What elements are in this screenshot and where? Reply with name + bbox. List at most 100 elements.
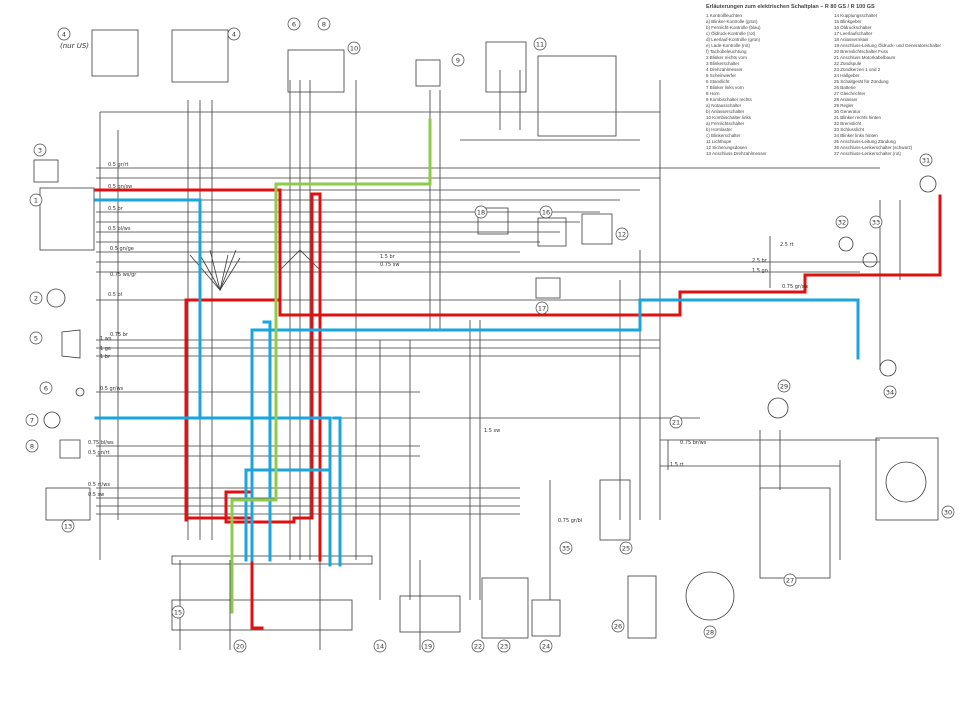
component-number: 11 — [536, 41, 544, 49]
component-number: 14 — [376, 643, 384, 651]
component-number: 34 — [886, 389, 894, 397]
wire-label: 2.5 br — [752, 258, 768, 264]
wire-label: 1.5 rt — [670, 462, 684, 468]
component-marker — [615, 227, 629, 241]
component-marker — [25, 413, 39, 427]
component-number: 9 — [456, 57, 460, 65]
component-marker — [533, 37, 547, 51]
component-number: 10 — [350, 45, 358, 53]
legend-item: a) Notausschalter — [706, 103, 742, 108]
legend-item: 2 Blinker rechts vorn — [706, 55, 748, 60]
legend-item: a) Blinker-Kontrolle (grün) — [706, 19, 758, 24]
component-number: 7 — [30, 417, 34, 425]
component-marker — [539, 205, 553, 219]
component-number: 6 — [44, 385, 48, 393]
component-number: 31 — [922, 157, 930, 165]
legend-item: 8 Horn — [706, 91, 720, 96]
wire-label: 1.5 sw — [484, 428, 500, 434]
component-number: 8 — [322, 21, 326, 29]
wire-label: 0.5 gr/rt — [108, 162, 129, 168]
component-marker — [535, 301, 549, 315]
legend-left-column: 1 Kontrollleuchten a) Blinker-Kontrolle … — [706, 13, 828, 157]
wire-label: 2.5 rt — [780, 242, 794, 248]
legend-item: 27 Gleichrichter — [834, 91, 866, 96]
legend-item: 21 Anschluss Motorkabelbaum — [834, 55, 896, 60]
component-marker — [29, 331, 43, 345]
component-marker — [233, 639, 247, 653]
wire-label: 0.5 gn/ge — [110, 246, 134, 252]
legend-title: Erläuterungen zum elektrischen Schaltpla… — [706, 4, 875, 10]
component-marker — [474, 205, 488, 219]
legend-item: b) Anlasserschalter — [706, 109, 745, 114]
component-number: 2 — [34, 295, 38, 303]
component-marker — [835, 215, 849, 229]
component-number: 32 — [838, 219, 846, 227]
component-number: 4 — [232, 31, 236, 39]
legend-item: e) Lade-Kontrolle (rot) — [706, 43, 751, 48]
component-marker — [287, 17, 301, 31]
legend-panel: Erläuterungen zum elektrischen Schaltpla… — [706, 4, 956, 157]
wire-label: 0.75 bl/ws — [88, 440, 114, 446]
legend-item: 15 Blinkgeber — [834, 19, 862, 24]
legend-item: 1 Kontrollleuchten — [706, 13, 743, 18]
legend-item: 13 Anschluss Drehzahlmesser — [706, 151, 767, 156]
wire-label: 1.5 gn — [752, 268, 768, 274]
wire-label: 0.5 sw — [88, 492, 104, 498]
component-marker — [347, 41, 361, 55]
wire-label: 0.75 gr/sw — [782, 284, 808, 290]
legend-item: b) Hornlaster — [706, 127, 733, 132]
component-marker — [451, 53, 465, 67]
component-number: 19 — [424, 643, 432, 651]
wire-label: 0.75 ws/gr — [110, 272, 137, 278]
component-marker — [33, 143, 47, 157]
us-only-note: (nur US) — [60, 42, 89, 50]
legend-item: 3 Blinkerschalter — [706, 61, 740, 66]
component-marker — [539, 639, 553, 653]
legend-item: f) Tachobeleuchtung — [706, 49, 747, 54]
legend-item: 5 Scheinwerfer — [706, 73, 737, 78]
legend-item: 19 Anschluss-Leitung Öldruck- und Genera… — [834, 43, 942, 48]
component-marker — [57, 27, 71, 41]
legend-item: 17 Leerlaufschalter — [834, 31, 873, 36]
component-number: 25 — [622, 545, 630, 553]
wire-label: 0.5 rt/ws — [88, 482, 110, 488]
legend-item: 22 Zündspule — [834, 61, 862, 66]
wire-label: 1 br — [100, 354, 111, 360]
component-number: 20 — [236, 643, 244, 651]
legend-item: 12 Sicherungsdosen — [706, 145, 748, 150]
component-number: 26 — [614, 623, 622, 631]
wire-label: 0.75 gr/bl — [558, 518, 582, 524]
component-number: 15 — [174, 609, 182, 617]
legend-item: 37 Anschluss-Lenkerschalter (rot) — [834, 151, 902, 156]
component-marker — [471, 639, 485, 653]
highlighted-wires — [94, 118, 942, 630]
legend-item: 18 Anlasserrelais — [834, 37, 869, 42]
legend-item: 11 Lichthupe — [706, 139, 732, 144]
legend-item: 16 Öldruckschalter — [834, 25, 872, 30]
wire-label: 1 ge — [100, 346, 111, 352]
legend-item: b) Fernlicht-Kontrolle (blau) — [706, 25, 761, 30]
legend-item: 4 Drehzahlmesser — [706, 67, 743, 72]
legend-item: 30 Generator — [834, 109, 861, 114]
component-marker — [497, 639, 511, 653]
component-marker — [227, 27, 241, 41]
legend-item: 23 Zündkerzen 1 und 2 — [834, 67, 881, 72]
component-number: 33 — [872, 219, 880, 227]
legend-item: 25 Schaltgerät für Zündung — [834, 79, 889, 84]
legend-item: 33 Schlusslicht — [834, 127, 865, 132]
legend-item: 31 Blinker rechts hinten — [834, 115, 882, 120]
component-marker — [25, 439, 39, 453]
legend-item: 26 Batterie — [834, 85, 856, 90]
wire-label: 1 ws — [100, 336, 112, 342]
wire-label: 0.5 gr/ws — [100, 386, 124, 392]
legend-item: 10 Kombischalter links — [706, 115, 752, 120]
component-marker — [421, 639, 435, 653]
legend-item: 36 Anschluss-Lenkerschalter (schwarz) — [834, 145, 913, 150]
component-marker — [29, 291, 43, 305]
component-number: 24 — [542, 643, 550, 651]
wire-label: 0.5 br — [108, 206, 124, 212]
legend-item: a) Fernlichtschalter — [706, 121, 745, 126]
component-number: 21 — [672, 419, 680, 427]
